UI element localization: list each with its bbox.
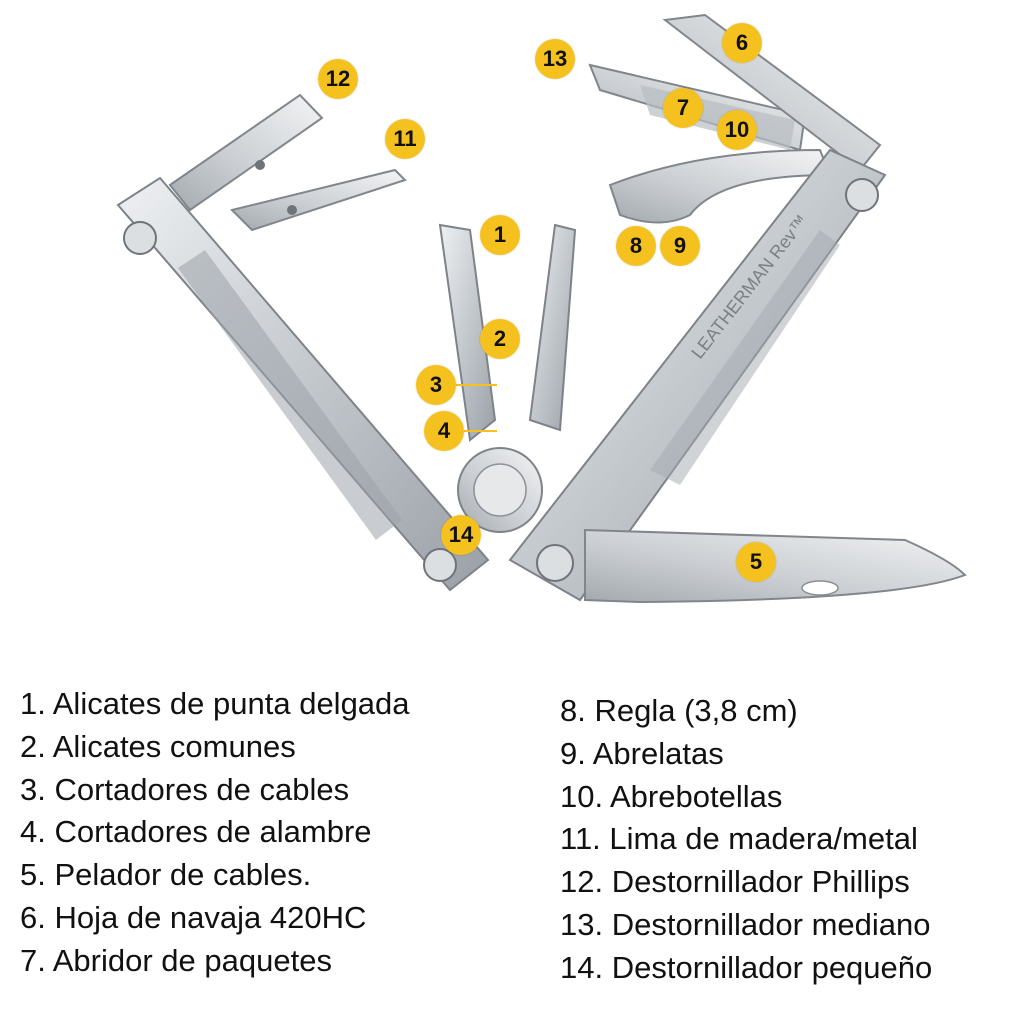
badge-2: 2: [480, 319, 520, 359]
legend-item-3: 3. Cortadores de cables: [20, 771, 350, 807]
legend-item-8: 8. Regla (3,8 cm): [560, 693, 798, 728]
multitool-figure: LEATHERMAN Rev™ 1 2 3 4 5 6 7 8 9 10 11 …: [116, 13, 967, 604]
badge-13: 13: [535, 39, 575, 79]
legend-item-14: 14. Destornillador pequeño: [560, 949, 933, 985]
legend-item-5: 5. Pelador de cables.: [20, 857, 312, 893]
badge-11: 11: [385, 119, 425, 159]
badge-5: 5: [736, 542, 776, 582]
legend-item-1: 1. Alicates de punta delgada: [20, 686, 410, 721]
multitool-illustration: LEATHERMAN Rev™: [116, 13, 967, 604]
legend-item-4: 4. Cortadores de alambre: [20, 814, 372, 850]
badge-7: 7: [663, 88, 703, 128]
legend-right: 8. Regla (3,8 cm) 9. Abrelatas 10. Abreb…: [560, 690, 932, 990]
legend-item-13: 13. Destornillador mediano: [560, 906, 931, 942]
left-tools: [168, 93, 407, 232]
legend-item-10: 10. Abrebotellas: [560, 778, 783, 814]
legend-item-6: 6. Hoja de navaja 420HC: [20, 899, 367, 935]
badge-4: 4: [424, 411, 464, 451]
legend-item-2: 2. Alicates comunes: [20, 728, 296, 764]
legend-left: 1. Alicates de punta delgada 2. Alicates…: [20, 683, 410, 983]
badge-3: 3: [416, 365, 456, 405]
badge-10: 10: [717, 110, 757, 150]
badge-12: 12: [318, 59, 358, 99]
left-handle: [116, 176, 490, 592]
right-handle: LEATHERMAN Rev™: [508, 148, 887, 602]
legend-item-9: 9. Abrelatas: [560, 735, 724, 771]
legend-item-11: 11. Lima de madera/metal: [560, 821, 918, 857]
pliers: [438, 223, 577, 533]
badge-14: 14: [441, 515, 481, 555]
badge-1: 1: [480, 215, 520, 255]
badge-6: 6: [722, 23, 762, 63]
legend-item-12: 12. Destornillador Phillips: [560, 864, 910, 900]
legend-item-7: 7. Abridor de paquetes: [20, 942, 332, 978]
badge-9: 9: [660, 226, 700, 266]
badge-8: 8: [616, 226, 656, 266]
